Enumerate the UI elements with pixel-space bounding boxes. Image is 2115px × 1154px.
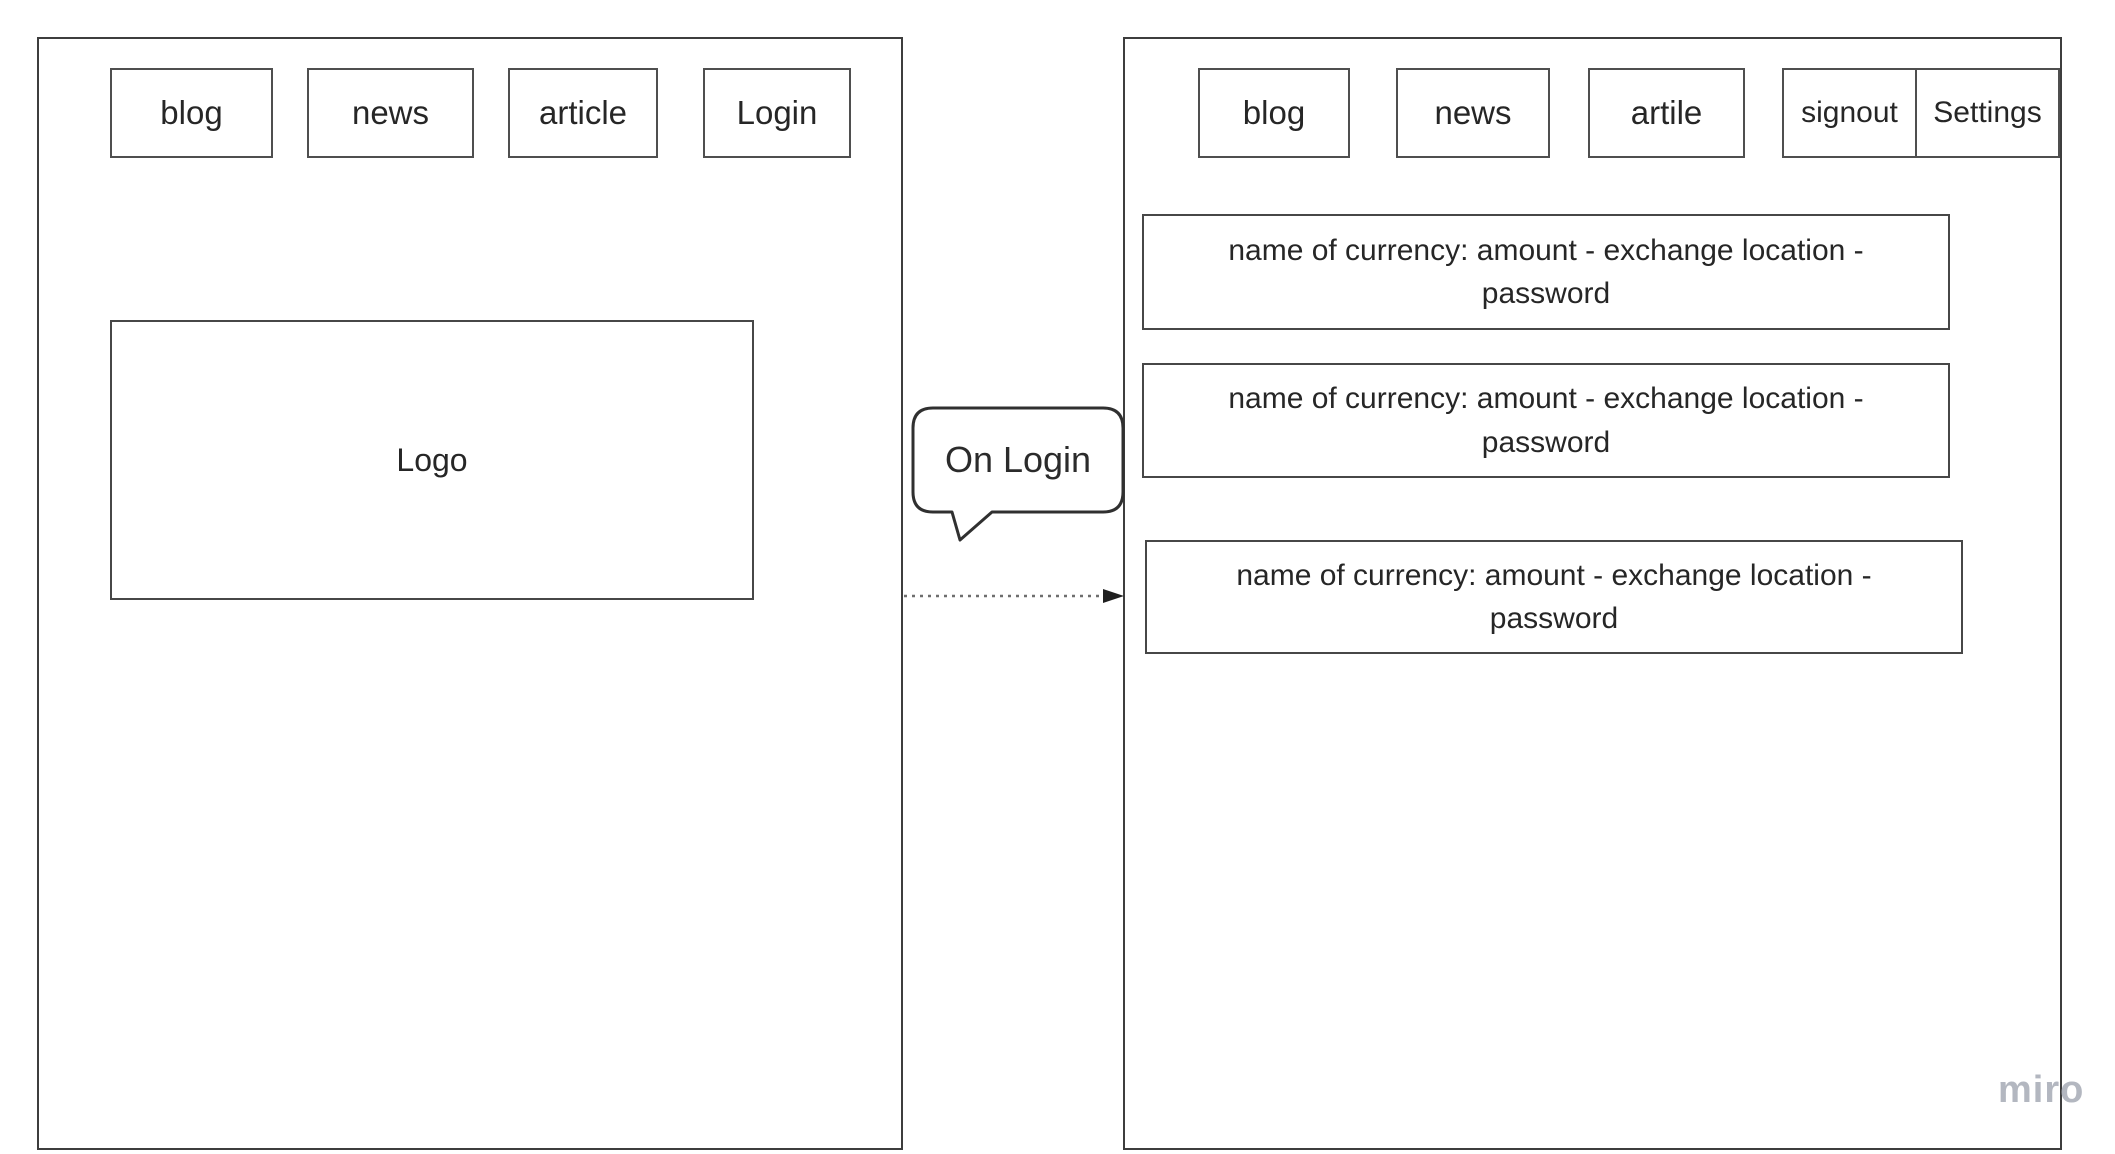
nav-button-settings[interactable]: Settings xyxy=(1915,68,2060,158)
nav-button-blog[interactable]: blog xyxy=(1198,68,1350,158)
nav-button-article[interactable]: article xyxy=(508,68,658,158)
nav-button-signout[interactable]: signout xyxy=(1782,68,1917,158)
speech-bubble-shape[interactable] xyxy=(905,400,1135,550)
nav-button-blog[interactable]: blog xyxy=(110,68,273,158)
nav-button-label: news xyxy=(1434,94,1512,131)
nav-button-label: news xyxy=(351,94,430,131)
currency-list-item[interactable]: name of currency: amount - exchange loca… xyxy=(1145,540,1963,654)
currency-list-item[interactable]: name of currency: amount - exchange loca… xyxy=(1142,363,1950,478)
nav-button-artile[interactable]: artile xyxy=(1588,68,1745,158)
logo-label: Logo xyxy=(396,441,468,478)
nav-button-label: signout xyxy=(1801,96,1898,129)
nav-button-label: Settings xyxy=(1933,96,2042,129)
currency-list-item-text: name of currency: amount - exchange loca… xyxy=(1228,233,1864,311)
speech-bubble-label: On Login xyxy=(944,439,1092,480)
nav-button-label: article xyxy=(538,94,628,131)
page-frame-post-login[interactable]: blog news artile signout Settings name o… xyxy=(1123,37,2062,1150)
on-login-connector-arrow[interactable] xyxy=(903,584,1129,608)
nav-button-label: blog xyxy=(160,94,223,131)
logo-placeholder-box[interactable]: Logo xyxy=(110,320,754,600)
miro-watermark: miro xyxy=(1998,1069,2085,1111)
nav-button-label: artile xyxy=(1630,94,1703,131)
currency-list-item[interactable]: name of currency: amount - exchange loca… xyxy=(1142,214,1950,330)
currency-list-item-text: name of currency: amount - exchange loca… xyxy=(1236,558,1872,636)
nav-button-news[interactable]: news xyxy=(307,68,474,158)
currency-list-item-text: name of currency: amount - exchange loca… xyxy=(1228,382,1864,459)
nav-button-label: Login xyxy=(736,94,818,131)
nav-button-login[interactable]: Login xyxy=(703,68,851,158)
nav-button-news[interactable]: news xyxy=(1396,68,1550,158)
page-frame-pre-login[interactable]: blog news article Login Logo xyxy=(37,37,903,1150)
nav-button-label: blog xyxy=(1242,94,1306,131)
